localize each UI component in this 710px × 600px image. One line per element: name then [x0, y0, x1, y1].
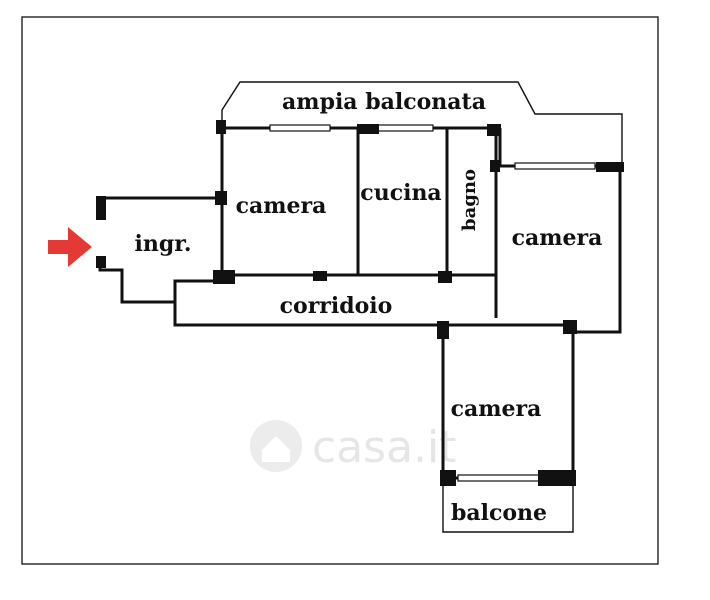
- label-camera-1: camera: [236, 193, 327, 219]
- label-corridoio: corridoio: [280, 293, 393, 319]
- label-cucina: cucina: [360, 180, 441, 206]
- watermark: casa.it: [250, 420, 457, 473]
- label-ampia-balconata: ampia balconata: [282, 89, 486, 115]
- balcony-top-outline: [221, 81, 623, 166]
- balcony-bottom-outline: [442, 484, 574, 533]
- watermark-text: casa.it: [312, 422, 457, 473]
- label-camera-3: camera: [451, 396, 542, 422]
- label-bagno: bagno: [459, 169, 480, 231]
- house-logo-icon: [250, 420, 302, 472]
- label-camera-2: camera: [512, 225, 603, 251]
- label-ingresso: ingr.: [135, 231, 192, 257]
- right-arrow-icon: [48, 227, 92, 267]
- structural-posts: [96, 120, 624, 486]
- label-balcone: balcone: [451, 500, 547, 526]
- frame-border: [21, 16, 659, 565]
